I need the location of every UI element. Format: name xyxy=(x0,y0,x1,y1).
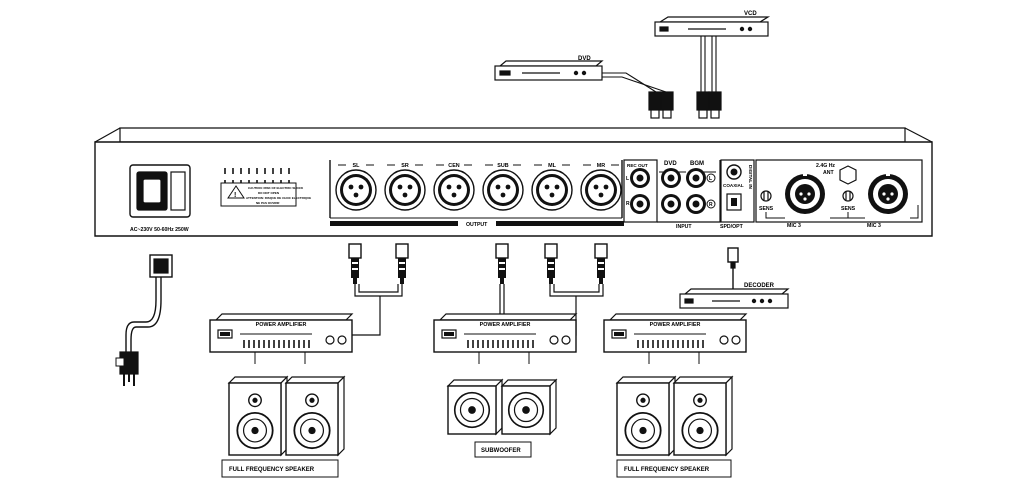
rca-section: REC OUT L R DVD BGM INPUT L R xyxy=(623,159,721,230)
output-channel-label: SL xyxy=(353,163,361,169)
full-range-speaker xyxy=(615,375,677,457)
sens-knob-2 xyxy=(842,190,854,202)
amplifier-label: POWER AMPLIFIER xyxy=(256,322,307,328)
vcd-label: VCD xyxy=(744,11,757,17)
mic-combo-jack-1 xyxy=(785,171,825,214)
output-cables xyxy=(348,243,608,284)
power-cord xyxy=(115,254,173,386)
vcd-cables xyxy=(700,36,717,92)
xlr-output-sub: SUB xyxy=(482,163,524,211)
rca-jack xyxy=(630,168,650,188)
xlr-plug xyxy=(395,243,409,284)
amplifier-label: POWER AMPLIFIER xyxy=(650,322,701,328)
digital-in-label: DIGITAL IN xyxy=(748,165,753,190)
sens-label-1: SENS xyxy=(759,206,774,212)
mic-section: SENS 2.4G Hz ANT SENS xyxy=(755,159,923,229)
antenna-label-1: 2.4G Hz xyxy=(816,163,835,169)
output-label: OUTPUT xyxy=(466,222,488,228)
output-section: SL SR CEN SUB ML MR OUTPUT xyxy=(329,160,624,228)
mic-combo-jack-2 xyxy=(868,171,908,214)
dvd-source-label: DVD xyxy=(578,56,591,62)
bgm-left-mark: L xyxy=(709,176,712,182)
xlr-output-ml: ML xyxy=(531,163,573,211)
xlr-output-sr: SR xyxy=(384,163,426,211)
bgm-input-label: BGM xyxy=(690,161,704,167)
speakers xyxy=(227,375,734,457)
antenna-label-2: ANT xyxy=(823,170,834,176)
caution-label: ! CAUTION: RISK OF ELECTRIC SHOCK DO NOT… xyxy=(220,182,311,207)
power-amplifier-2: POWER AMPLIFIER xyxy=(433,313,578,364)
subwoofer-speaker xyxy=(446,378,504,436)
power-amplifier-1: POWER AMPLIFIER xyxy=(209,313,354,364)
antenna-connector xyxy=(839,165,857,185)
rca-jack xyxy=(686,194,706,214)
subwoofer-speaker xyxy=(500,378,558,436)
caution-line-1: CAUTION: RISK OF ELECTRIC SHOCK xyxy=(248,186,304,190)
output-channel-label: MR xyxy=(597,163,605,169)
mic-3-label-right: MIC 3 xyxy=(867,223,881,229)
svg-text:!: ! xyxy=(234,192,236,199)
dvd-input-label: DVD xyxy=(664,161,677,167)
power-amplifier-3: POWER AMPLIFIER xyxy=(603,313,748,364)
xlr-plug xyxy=(544,243,558,284)
spd-opt-label: SPD/OPT xyxy=(720,224,744,230)
sens-knob-1 xyxy=(760,190,772,202)
output-channel-label: SR xyxy=(401,163,409,169)
caution-line-3: ATTENTION: RISQUE DE CHOC ELECTRIQUE xyxy=(246,196,311,200)
power-rating-label: AC~230V 50-60Hz 250W xyxy=(130,227,189,233)
sens-label-2: SENS xyxy=(841,206,856,212)
rec-out-left-mark: L xyxy=(626,176,629,182)
speaker-group-label-3: FULL FREQUENCY SPEAKER xyxy=(624,467,710,473)
rca-jack xyxy=(630,194,650,214)
digital-input-section: DIGITAL IN COAXIAL SPD/OPT xyxy=(720,159,755,230)
full-range-speaker xyxy=(227,375,289,457)
caution-line-4: NE PAS OUVRIR xyxy=(256,201,280,205)
rca-jack xyxy=(661,194,681,214)
decoder-cable xyxy=(727,247,739,289)
full-range-speaker xyxy=(284,375,346,457)
rec-out-right-mark: R xyxy=(626,201,630,207)
dvd-cables xyxy=(602,72,667,93)
output-xlr-connectors: SL SR CEN SUB ML MR xyxy=(335,163,622,211)
dvd-player: DVD xyxy=(494,56,604,81)
xlr-output-cen: CEN xyxy=(433,163,475,211)
speaker-group-labels: FULL FREQUENCY SPEAKER SUBWOOFER FULL FR… xyxy=(221,441,732,478)
decoder-label: DECODER xyxy=(744,283,775,289)
bgm-right-mark: R xyxy=(709,202,713,208)
output-channel-label: SUB xyxy=(497,163,508,169)
power-amplifiers: POWER AMPLIFIER POWER AMPLIFIER POWER AMPL… xyxy=(209,313,748,364)
rec-out-label: REC OUT xyxy=(627,163,648,168)
xlr-plug xyxy=(495,243,509,284)
amplifier-label: POWER AMPLIFIER xyxy=(480,322,531,328)
caution-line-2: DO NOT OPEN xyxy=(258,191,279,195)
rca-jacks xyxy=(630,168,706,214)
xlr-output-sl: SL xyxy=(335,163,377,211)
input-label: INPUT xyxy=(676,224,692,230)
decoder-unit: DECODER xyxy=(679,283,790,309)
output-channel-label: CEN xyxy=(448,163,459,169)
speaker-group-label-2: SUBWOOFER xyxy=(481,448,521,454)
xlr-plug xyxy=(594,243,608,284)
rca-jack xyxy=(686,168,706,188)
mic-3-label-left: MIC 3 xyxy=(787,223,801,229)
full-range-speaker xyxy=(672,375,734,457)
coaxial-label: COAXIAL xyxy=(723,183,744,188)
vcd-player: VCD xyxy=(654,11,771,37)
xlr-plug xyxy=(348,243,362,284)
vcd-rca-plugs xyxy=(696,91,722,119)
xlr-output-mr: MR xyxy=(580,163,622,211)
output-channel-label: ML xyxy=(548,163,556,169)
dvd-rca-plugs xyxy=(648,91,674,119)
speaker-group-label-1: FULL FREQUENCY SPEAKER xyxy=(229,467,315,473)
rca-jack xyxy=(661,168,681,188)
power-inlet: AC~230V 50-60Hz 250W xyxy=(129,164,191,233)
